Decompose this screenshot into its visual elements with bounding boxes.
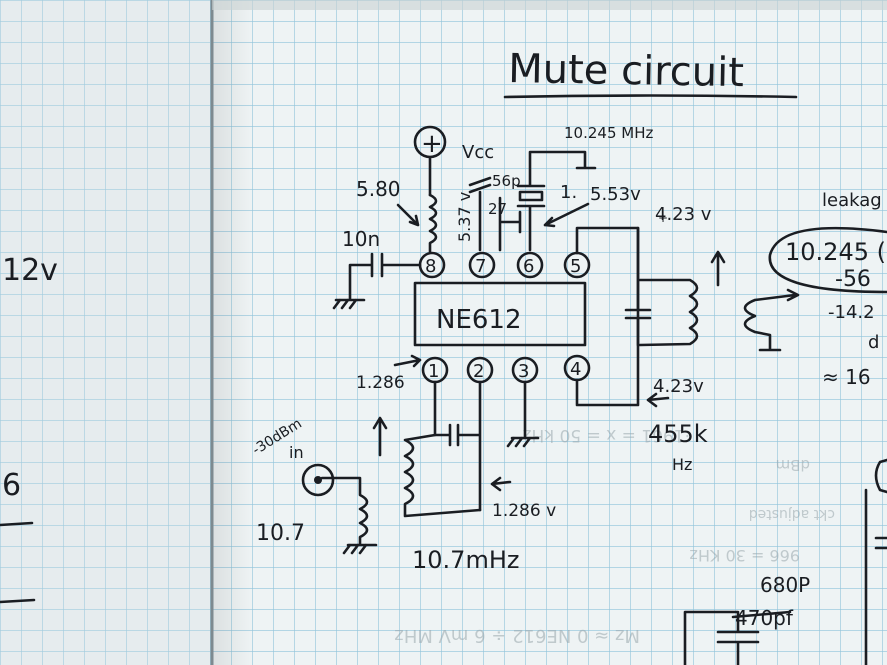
ne612-chip [413,281,587,347]
note-oval [768,226,887,294]
note-line-2: d [868,332,879,353]
note-line-1: -14.2 [828,302,875,323]
bleed-line-3: ckt adjusted [749,506,835,522]
label-470pf: 470pf [735,606,794,630]
input-tank-coil [403,433,482,518]
title-underline [503,94,798,99]
pin-6 [516,251,544,279]
label-5-53: 5.53v [590,184,641,205]
label-1-286-top: 1.286 [356,373,405,393]
pin-6-label: 6 [523,256,534,277]
label-10-7: 10.7 [256,521,305,546]
label-plus-small: + [658,211,668,225]
label-one: 1. [560,182,577,203]
pin-7-label: 7 [475,256,486,277]
label-hz: Hz [672,455,692,474]
note-oval-top: 10.245 ( [785,238,886,266]
input-connector [301,463,335,497]
label-1-286-bottom: 1.286 v [492,501,556,521]
label-5-37: 5.37 v [455,192,474,242]
chip-label: NE612 [436,305,522,335]
note-leakage: leakag [822,190,882,211]
bleed-line-1: ·1961 = x = 50 kHz [523,425,690,445]
pin-1-label: 1 [428,361,439,382]
label-56p: 56p [492,172,521,190]
pin-2-label: 2 [473,361,484,382]
label-10-7-mhz: 10.7mHz [412,546,519,574]
pin-5-label: 5 [570,256,581,277]
left-underline-2 [0,598,36,604]
plus-sign: + [421,129,443,159]
label-10n: 10n [342,227,380,251]
label-5-80: 5.80 [356,177,401,201]
bleed-line-4: 966 = 30 KHz [690,546,800,565]
left-underline-1 [0,521,34,527]
note-line-3: ≈ 16 [822,365,871,389]
label-4-23-top: 4.23 v [655,204,712,225]
inductor-pin8 [428,193,438,254]
label-4-23-bottom: 4.23v [653,376,704,397]
pin-4-label: 4 [570,359,581,380]
label-in: in [289,443,304,462]
label-vcc: Vcc [462,142,494,163]
label-680p: 680P [760,573,810,597]
label-crystal-freq: 10.245 MHz [564,124,653,142]
note-oval-bottom: -56 [835,267,871,292]
bleed-line-2: dBm [776,456,810,474]
pin-8-label: 8 [425,256,436,277]
label-27: 27 [488,200,507,218]
label-455k: 455k [648,420,708,448]
bleed-line-5: Mz ≈ 0 NE612 ÷ 6 mV MHz [394,625,640,646]
pin-3-label: 3 [518,361,529,382]
pin-7 [468,251,496,279]
if-transformer [638,278,699,347]
page-title: Mute circuit [508,46,744,96]
crystal-symbol [516,150,597,252]
left-label-12v: 12v [2,253,58,288]
left-label-6: 6 [2,468,21,503]
